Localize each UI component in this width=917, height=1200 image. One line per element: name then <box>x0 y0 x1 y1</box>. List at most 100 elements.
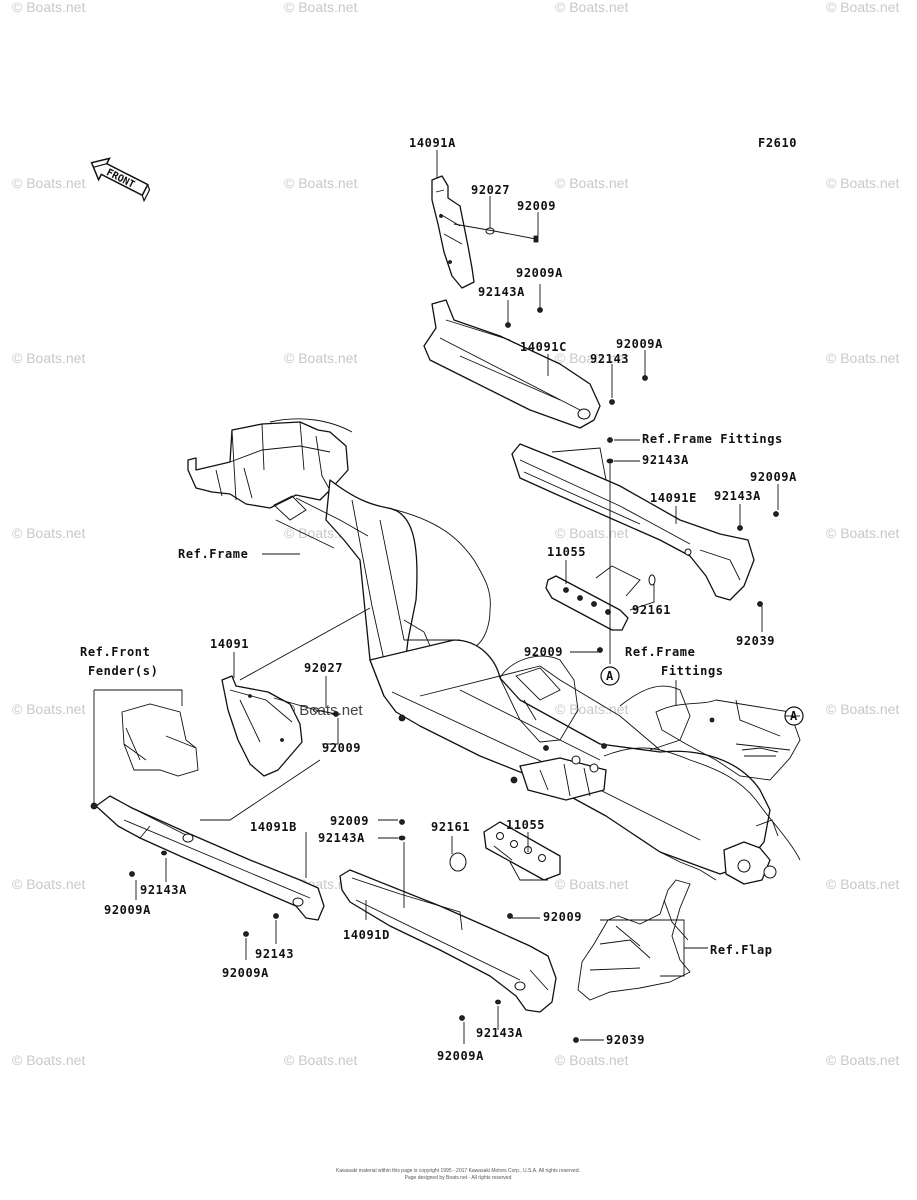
label-ref-flap: Ref.Flap <box>710 943 773 957</box>
label-ref-front-fender: Fender(s) <box>88 664 158 678</box>
label-ref-frame-fittings: Fittings <box>661 664 724 678</box>
bolt-92009A[interactable] <box>129 871 135 877</box>
bolt-92009[interactable] <box>507 913 513 919</box>
label-11055: 11055 <box>547 545 586 559</box>
washer-92143[interactable] <box>273 913 279 919</box>
bolt-ref-frame-fittings[interactable] <box>607 437 613 443</box>
part-14091B[interactable] <box>95 795 325 921</box>
label-92027: 92027 <box>304 661 343 675</box>
label-14091A: 14091A <box>409 136 456 150</box>
label-92009: 92009 <box>330 814 369 828</box>
watermark: © Boats.net <box>12 1052 85 1068</box>
bolt-92009A[interactable] <box>459 1015 465 1021</box>
label-14091C: 14091C <box>520 340 567 354</box>
label-11055: 11055 <box>506 818 545 832</box>
label-92161: 92161 <box>431 820 470 834</box>
washer-92143A[interactable] <box>398 835 406 841</box>
part-14091C[interactable] <box>423 299 601 429</box>
label-92039: 92039 <box>606 1033 645 1047</box>
ref-flap-sketch <box>577 879 691 1001</box>
label-14091D: 14091D <box>343 928 390 942</box>
washer-92143A[interactable] <box>505 322 511 328</box>
watermark: © Boats.net <box>555 350 628 366</box>
washer-92143A[interactable] <box>161 850 167 856</box>
label-ref-frame: Ref.Frame <box>178 547 248 561</box>
washer-92143A[interactable] <box>495 999 501 1005</box>
label-92027: 92027 <box>471 183 510 197</box>
washer-92143[interactable] <box>609 399 615 405</box>
watermark: © Boats.net <box>555 525 628 541</box>
svg-text:Page designed by Boats.net - A: Page designed by Boats.net - All rights … <box>405 1175 512 1181</box>
watermark: © Boats.net <box>12 350 85 366</box>
label-92009A: 92009A <box>104 903 151 917</box>
leader-lines <box>93 150 800 1044</box>
copyright-footer: Kawasaki material within this page is co… <box>336 1168 580 1181</box>
label-92009A: 92009A <box>516 266 563 280</box>
watermark: © Boats.net <box>555 1052 628 1068</box>
label-ref-front-fender: Ref.Front <box>80 645 150 659</box>
label-14091E: 14091E <box>650 491 697 505</box>
bolt-92009A[interactable] <box>243 931 249 937</box>
label-92009: 92009 <box>322 741 361 755</box>
watermark: © Boats.net <box>12 701 85 717</box>
bolt-92039[interactable] <box>757 601 763 607</box>
watermark: © Boats.net <box>12 175 85 191</box>
label-92143A: 92143A <box>714 489 761 503</box>
label-92143A: 92143A <box>478 285 525 299</box>
watermark: © Boats.net <box>12 0 85 15</box>
part-14091D[interactable] <box>339 869 557 1013</box>
watermark: © Boats.net <box>12 525 85 541</box>
part-14091[interactable] <box>221 675 303 777</box>
watermark: © Boats.net <box>555 175 628 191</box>
label-92143: 92143 <box>255 947 294 961</box>
bolt-92009A[interactable] <box>773 511 779 517</box>
label-92009: 92009 <box>543 910 582 924</box>
svg-text:A: A <box>606 669 614 683</box>
label-92143: 92143 <box>590 352 629 366</box>
grommet-92161[interactable] <box>648 574 656 586</box>
label-92009A: 92009A <box>750 470 797 484</box>
label-92143A: 92143A <box>642 453 689 467</box>
watermark: © Boats.net <box>284 350 357 366</box>
label-92009A: 92009A <box>222 966 269 980</box>
grommet-92161[interactable] <box>449 852 467 872</box>
svg-text:Kawasaki material within this: Kawasaki material within this page is co… <box>336 1168 580 1174</box>
part-labels: 14091A 92027 92009 92009A 92143A 14091C … <box>80 136 797 1063</box>
bolt-92009[interactable] <box>597 647 603 653</box>
watermark-grid: © Boats.net © Boats.net © Boats.net © Bo… <box>12 0 899 1068</box>
watermark: © Boats.net <box>555 0 628 15</box>
watermark: © Boats.net <box>284 175 357 191</box>
part-11055-upper[interactable] <box>545 565 641 631</box>
watermark: © Boats.net <box>284 0 357 15</box>
watermark: © Boats.net <box>826 1052 899 1068</box>
bolt-92009A[interactable] <box>537 307 543 313</box>
watermark: © Boats.net <box>555 876 628 892</box>
bolt-92009[interactable] <box>399 819 405 825</box>
label-14091B: 14091B <box>250 820 297 834</box>
label-92161: 92161 <box>632 603 671 617</box>
watermark: © Boats.net <box>826 525 899 541</box>
ref-front-fender-sketch <box>121 703 199 777</box>
label-92009A: 92009A <box>437 1049 484 1063</box>
watermark: © Boats.net <box>826 876 899 892</box>
front-arrow-icon: FRONT <box>90 157 151 203</box>
diagram-id: F2610 <box>758 136 797 150</box>
watermark: © Boats.net <box>826 0 899 15</box>
callout-a-upper: A <box>600 666 620 686</box>
frame-assembly <box>187 418 801 885</box>
watermark: © Boats.net <box>826 175 899 191</box>
bolt-92009A[interactable] <box>642 375 648 381</box>
part-11055-lower[interactable] <box>483 821 561 881</box>
part-14091A[interactable] <box>431 175 475 289</box>
washer-92143A[interactable] <box>737 525 743 531</box>
ref-frame-fittings-sketch <box>655 699 801 781</box>
label-ref-frame-fittings: Ref.Frame <box>625 645 695 659</box>
label-ref-frame-fittings: Ref.Frame Fittings <box>642 432 783 446</box>
watermark: © Boats.net <box>826 701 899 717</box>
label-92143A: 92143A <box>476 1026 523 1040</box>
label-92009: 92009 <box>524 645 563 659</box>
bolt-92039[interactable] <box>573 1037 579 1043</box>
watermark: © Boats.net <box>12 876 85 892</box>
label-92143A: 92143A <box>140 883 187 897</box>
